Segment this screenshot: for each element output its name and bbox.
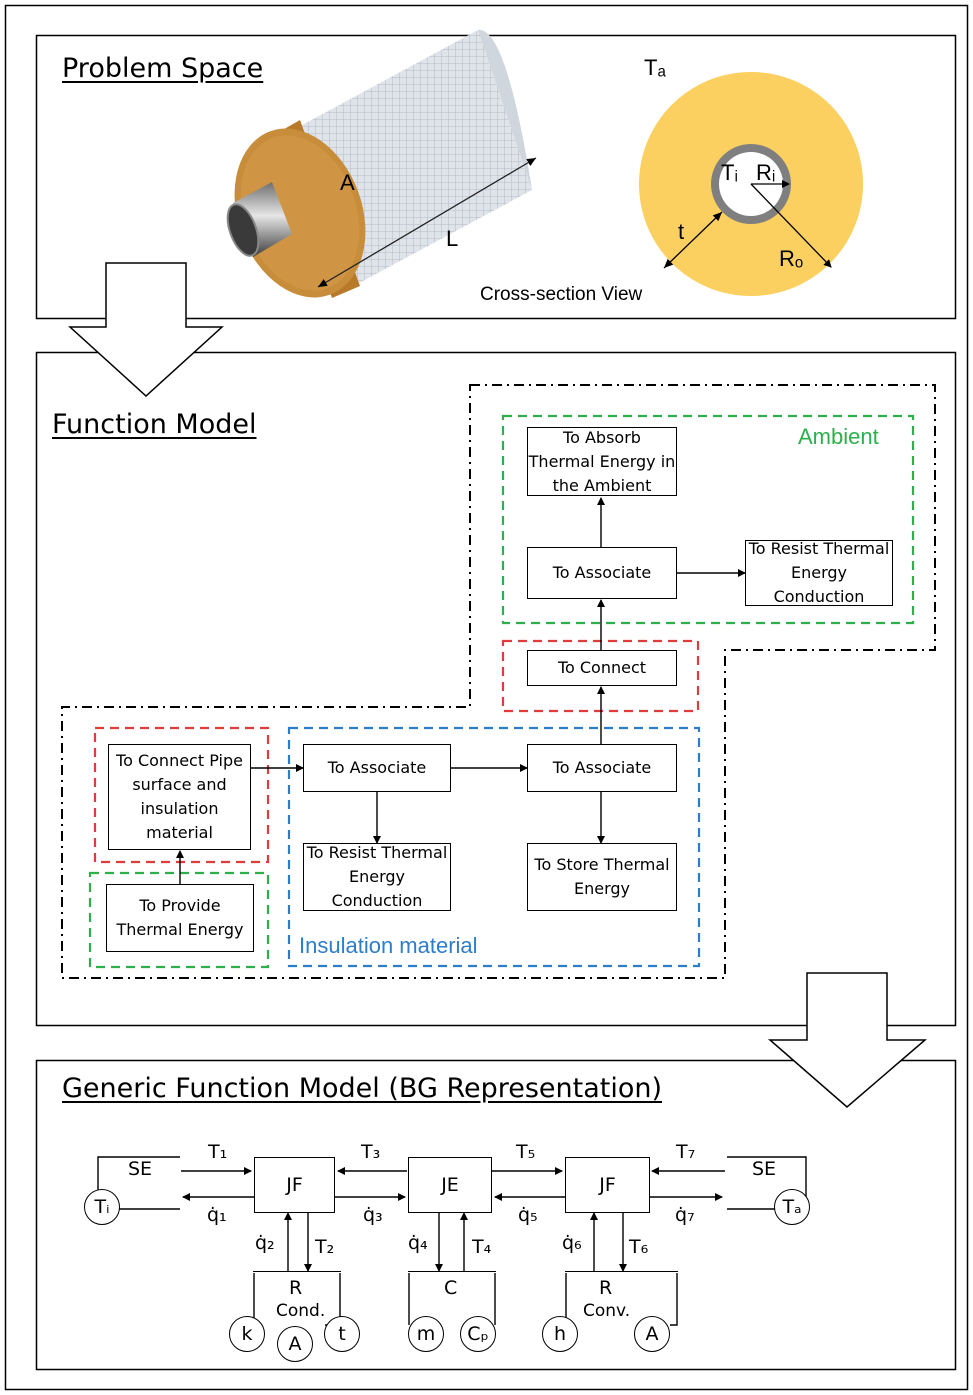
inner-temp-label: Tᵢ: [721, 160, 738, 185]
node-store-label: To Store Thermal Energy: [534, 855, 670, 898]
r-left-top: [253, 1271, 341, 1273]
problem-space-title: Problem Space: [62, 53, 264, 84]
flow-q3: q̇₃: [363, 1204, 383, 1226]
param-a-cond: A: [277, 1326, 313, 1362]
conv-label: Conv.: [583, 1301, 631, 1321]
node-absorb-thermal-energy: To Absorb Thermal Energy in the Ambient: [527, 427, 677, 496]
param-ta: Tₐ: [774, 1189, 810, 1225]
node-resist-convection: To Resist Thermal Energy Conduction: [745, 539, 893, 606]
system-boundary: [61, 384, 936, 979]
r-right-label: R: [599, 1277, 613, 1299]
param-ti-label: Tᵢ: [94, 1196, 110, 1218]
param-a-conv: A: [634, 1316, 670, 1352]
param-ti: Tᵢ: [84, 1189, 120, 1225]
node-connect-top-label: To Connect: [557, 658, 647, 677]
jf-left-label: JF: [286, 1174, 303, 1196]
cross-section-caption: Cross-section View: [480, 284, 643, 305]
insulation-group: [287, 726, 701, 968]
generic-model-title: Generic Function Model (BG Representatio…: [62, 1073, 663, 1104]
node-provide-thermal-energy: To Provide Thermal Energy: [106, 884, 254, 952]
param-m: m: [408, 1316, 444, 1352]
param-t: t: [324, 1316, 360, 1352]
cond-label: Cond.: [276, 1301, 326, 1321]
ambient-group-label: Ambient: [798, 424, 879, 449]
node-resist-top-label: To Resist Thermal Energy Conduction: [748, 539, 890, 606]
pipe-connect-group: [93, 726, 270, 864]
ambient-temp-label: Tₐ: [644, 55, 666, 80]
node-connect-ambient: To Connect: [527, 650, 677, 686]
node-connect-pipe-label: To Connect Pipe surface and insulation m…: [116, 751, 243, 842]
node-provide-label: To Provide Thermal Energy: [116, 896, 244, 939]
param-m-label: m: [416, 1323, 436, 1345]
effort-t7: T₇: [676, 1141, 696, 1163]
node-associate-ambient-label: To Associate: [552, 563, 652, 582]
param-ta-label: Tₐ: [782, 1196, 802, 1218]
ambient-group: [501, 414, 915, 625]
effort-t4: T₄: [472, 1236, 492, 1258]
param-a-conv-label: A: [645, 1323, 659, 1345]
je-label: JE: [441, 1174, 459, 1196]
node-associate-insulation-right: To Associate: [527, 744, 677, 792]
param-k-label: k: [241, 1323, 253, 1345]
flow-arrow-down-left: [68, 262, 224, 398]
param-h: h: [542, 1316, 578, 1352]
node-associate-right-label: To Associate: [552, 758, 652, 777]
flow-q2: q̇₂: [255, 1232, 275, 1254]
effort-t6: T₆: [629, 1236, 649, 1258]
flow-q6: q̇₆: [562, 1232, 582, 1254]
node-resist-bottom-label: To Resist Thermal Energy Conduction: [306, 843, 448, 910]
node-associate-left-label: To Associate: [327, 758, 427, 777]
outer-radius-label: Rₒ: [779, 246, 804, 271]
flow-q5: q̇₅: [518, 1204, 538, 1226]
se-right-label: SE: [752, 1158, 777, 1180]
param-cp: Cₚ: [460, 1316, 496, 1352]
c-label: C: [444, 1277, 458, 1299]
thickness-label: t: [678, 219, 685, 244]
cross-section-diagram: [639, 72, 863, 296]
flow-q1: q̇₁: [207, 1204, 227, 1226]
param-a-cond-label: A: [288, 1333, 302, 1355]
effort-t3: T₃: [361, 1141, 381, 1163]
inner-radius-label: Rᵢ: [756, 160, 776, 185]
generic-model-panel: [35, 1059, 957, 1371]
r-left-label: R: [289, 1277, 303, 1299]
param-cp-label: Cₚ: [467, 1323, 489, 1345]
flow-arrow-down-right: [767, 972, 928, 1108]
node-resist-conduction: To Resist Thermal Energy Conduction: [303, 843, 451, 911]
pipe-length-label: L: [446, 226, 459, 251]
jf-right-label: JF: [599, 1174, 616, 1196]
pipe-area-label: A: [340, 170, 355, 195]
node-store-thermal-energy: To Store Thermal Energy: [527, 843, 677, 911]
function-arrows: [176, 497, 746, 884]
node-connect-pipe-surface: To Connect Pipe surface and insulation m…: [108, 744, 251, 850]
function-model-title: Function Model: [52, 409, 257, 440]
junction-jf-right: JF: [565, 1157, 650, 1213]
effort-t2: T₂: [315, 1236, 335, 1258]
bond-graph-lines: [97, 1156, 807, 1326]
se-left-label: SE: [128, 1158, 153, 1180]
c-top: [408, 1271, 496, 1273]
node-associate-insulation-left: To Associate: [303, 744, 451, 792]
junction-jf-left: JF: [254, 1157, 335, 1213]
r-right-top: [565, 1271, 678, 1273]
flow-q7: q̇₇: [675, 1204, 695, 1226]
effort-t1: T₁: [208, 1141, 228, 1163]
effort-t5: T₅: [516, 1141, 536, 1163]
param-k: k: [229, 1316, 265, 1352]
junction-je: JE: [408, 1157, 492, 1213]
insulation-group-label: Insulation material: [299, 933, 478, 958]
param-t-label: t: [338, 1323, 346, 1345]
param-h-label: h: [553, 1323, 567, 1345]
insulated-pipe-illustration: [226, 29, 537, 298]
outer-frame: [4, 4, 969, 1391]
node-associate-ambient: To Associate: [527, 547, 677, 599]
source-group: [88, 871, 270, 969]
node-absorb-label: To Absorb Thermal Energy in the Ambient: [528, 427, 676, 495]
flow-q4: q̇₄: [408, 1232, 428, 1254]
